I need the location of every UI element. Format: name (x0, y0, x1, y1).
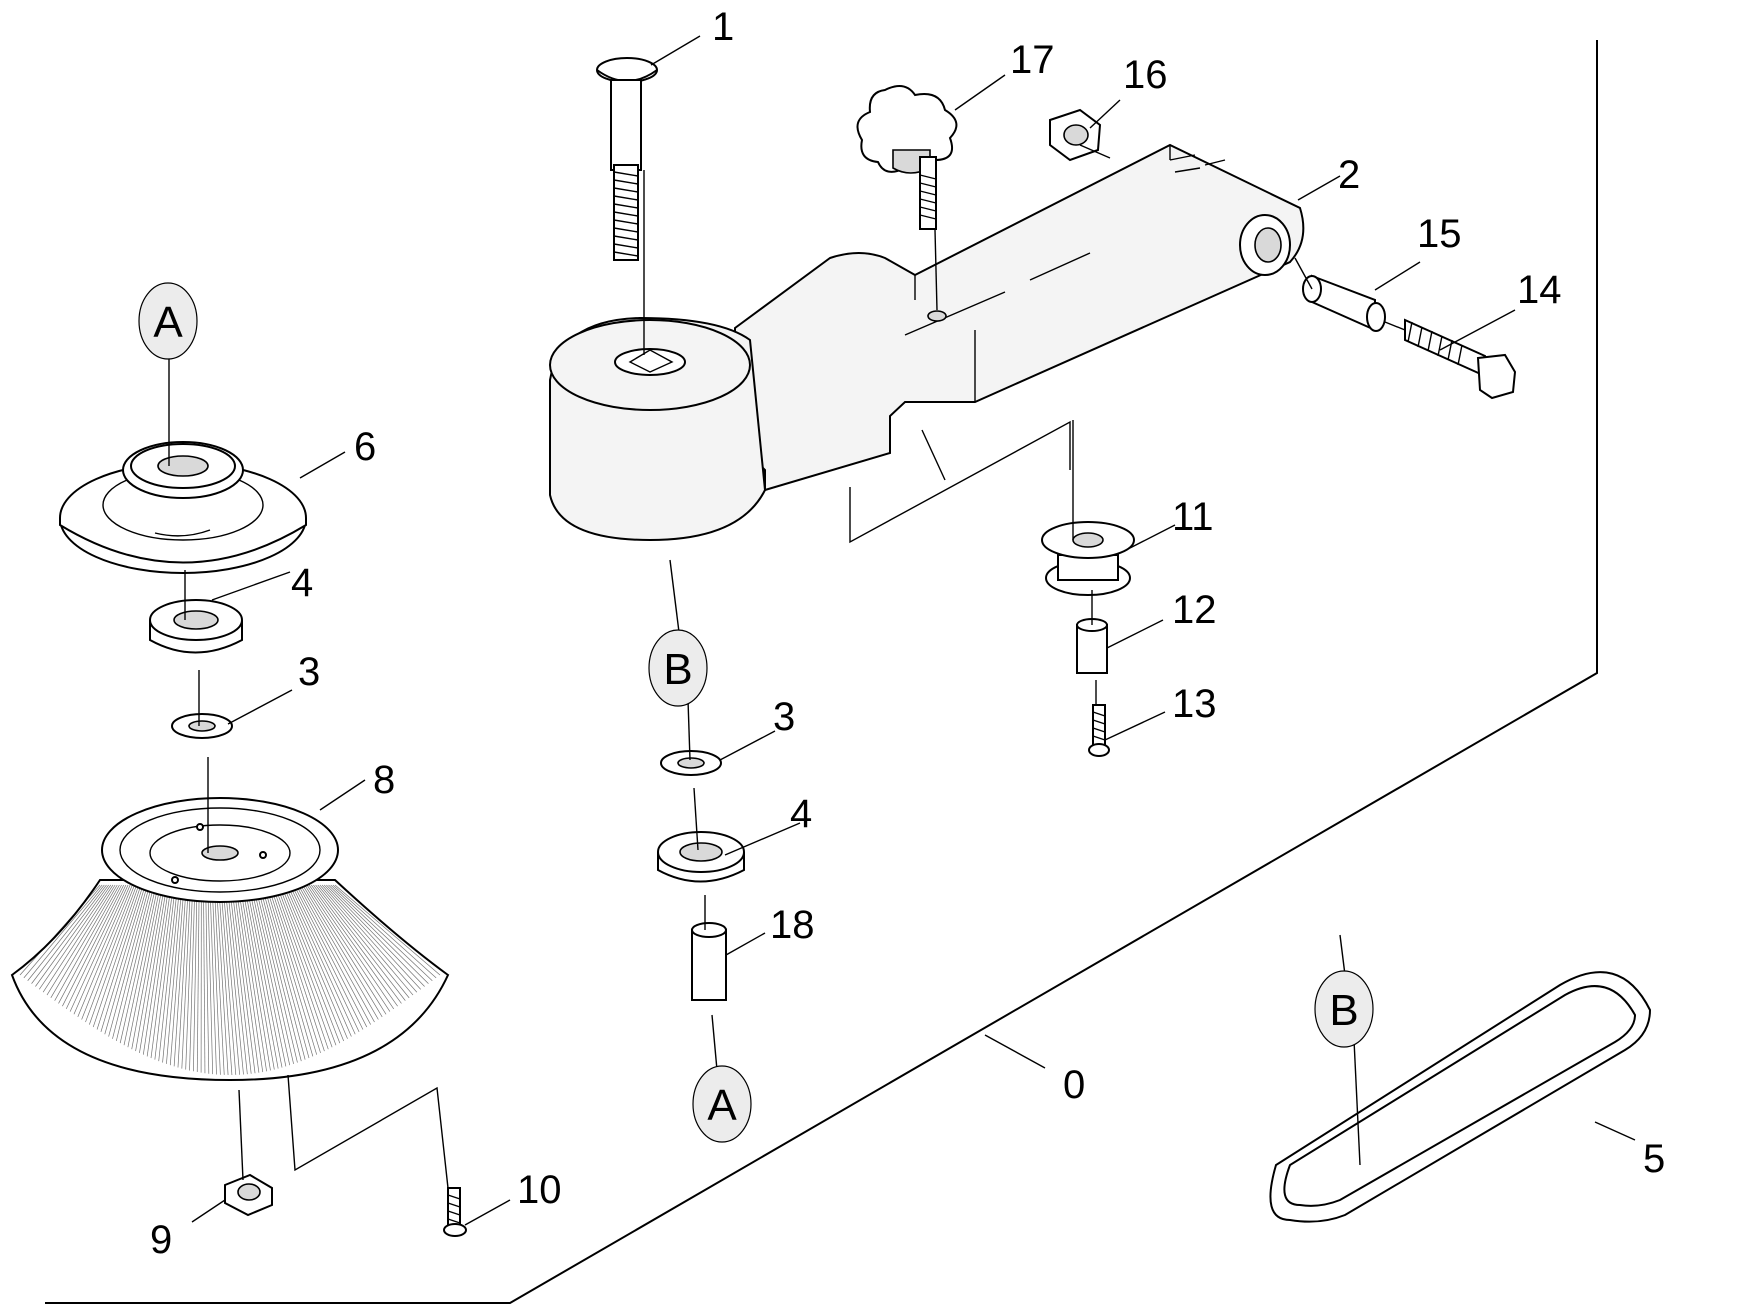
assembly-axis-lines (168, 170, 1406, 1189)
callout-4-left: 4 (291, 561, 313, 605)
callout-14: 14 (1517, 268, 1562, 312)
shaft-sleeve (691, 922, 727, 1001)
callout-16: 16 (1123, 53, 1168, 97)
reference-label: B (1329, 986, 1358, 1035)
carriage-bolt (596, 57, 658, 261)
callout-15: 15 (1417, 212, 1462, 256)
reference-label: B (663, 645, 692, 694)
callout-2: 2 (1338, 153, 1360, 197)
drive-belt (1269, 971, 1652, 1223)
callout-3-mid: 3 (773, 695, 795, 739)
callout-12: 12 (1172, 588, 1217, 632)
washer-left (171, 713, 233, 739)
spacer-sleeve (1302, 274, 1386, 332)
callout-8: 8 (373, 758, 395, 802)
side-brush (10, 797, 450, 1082)
callout-4-mid: 4 (790, 792, 812, 836)
callout-10: 10 (517, 1168, 562, 1212)
callout-numbers: 0 1 2 3 3 4 4 5 6 8 9 10 11 12 13 14 15 … (150, 5, 1665, 1262)
callout-1: 1 (712, 5, 734, 49)
callout-17: 17 (1010, 38, 1055, 82)
small-screw-left (443, 1187, 467, 1237)
bearing-mid (657, 831, 745, 883)
callout-5: 5 (1643, 1137, 1665, 1181)
kit-frame-outline (45, 40, 1598, 1304)
bearing-left (149, 599, 243, 654)
guide-pulley (1041, 521, 1135, 596)
hex-nut-bottom (224, 1173, 273, 1217)
reference-label: A (153, 298, 183, 347)
reference-marker-a-bottom: A (692, 1065, 752, 1143)
small-sleeve (1076, 618, 1108, 674)
hex-nut-top (1049, 108, 1102, 162)
callout-3-left: 3 (298, 650, 320, 694)
callout-6: 6 (354, 425, 376, 469)
washer-mid (660, 750, 722, 776)
callout-11: 11 (1172, 495, 1214, 539)
callout-0: 0 (1063, 1063, 1085, 1107)
callout-leaders (191, 35, 1636, 1226)
small-screw-right (1088, 704, 1110, 757)
reference-marker-b-mid: B (648, 629, 708, 707)
reference-marker-b-belt: B (1314, 970, 1374, 1048)
reference-marker-a-top: A (138, 282, 198, 360)
drive-plate (59, 441, 307, 574)
brush-arm (549, 143, 1305, 544)
callout-13: 13 (1172, 682, 1217, 726)
hex-bolt (1404, 318, 1517, 400)
callout-9: 9 (150, 1218, 172, 1262)
callout-18: 18 (770, 903, 815, 947)
reference-label: A (707, 1081, 737, 1130)
star-knob (856, 85, 958, 230)
